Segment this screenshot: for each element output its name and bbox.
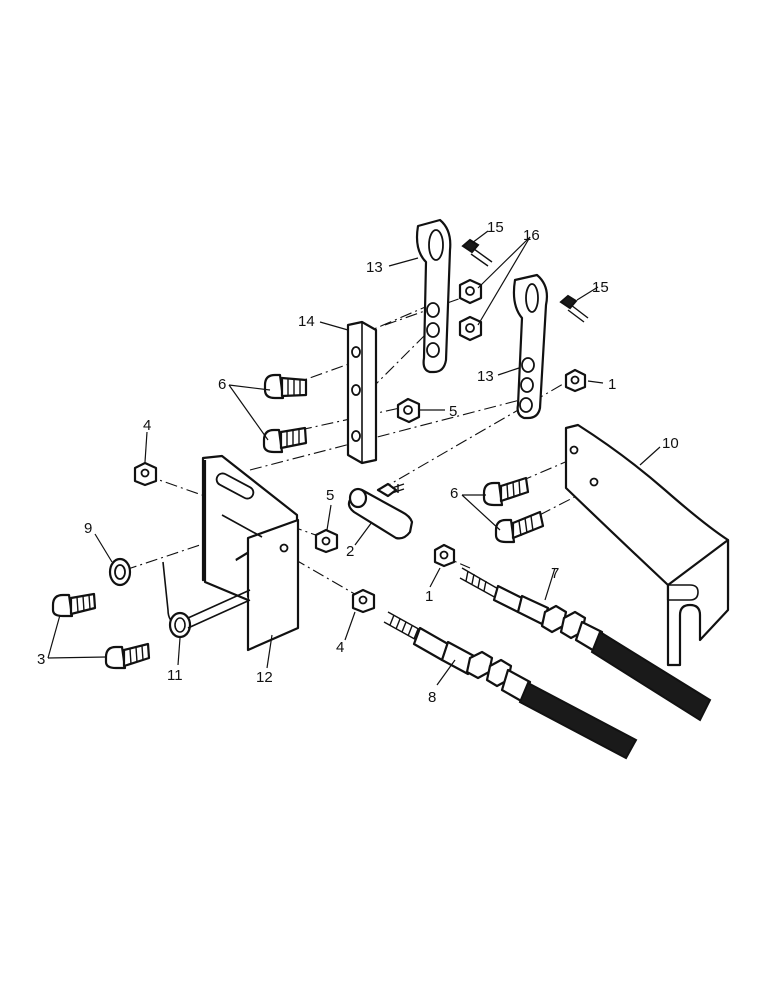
- callout-15-lower: 15: [592, 279, 609, 296]
- part-6-bolt-upper-right: [482, 476, 530, 507]
- part-1-nut-lower: [433, 543, 456, 568]
- callout-7: 7: [551, 565, 559, 582]
- callout-11: 11: [167, 667, 183, 684]
- callout-5-upper: 5: [449, 403, 457, 420]
- callout-16: 16: [523, 227, 540, 244]
- callout-4-lower: 4: [336, 639, 344, 656]
- callout-6-right: 6: [450, 485, 458, 502]
- callout-1-lower: 1: [425, 588, 433, 605]
- part-13-arm-left: [415, 218, 452, 374]
- part-11-spring: [162, 561, 251, 639]
- callout-10: 10: [662, 435, 679, 452]
- part-7-cable: [459, 567, 712, 722]
- callout-12: 12: [256, 669, 273, 686]
- part-5-nut-lower: [314, 528, 339, 554]
- part-16-nut-lower: [458, 315, 483, 342]
- part-8-cable: [383, 611, 638, 760]
- part-15-bolt-upper: [461, 238, 493, 267]
- callout-5-lower: 5: [326, 487, 334, 504]
- part-15-bolt-lower: [559, 294, 589, 323]
- callout-2: 2: [346, 543, 354, 560]
- callout-3: 3: [37, 651, 45, 668]
- callout-13-upper: 13: [366, 259, 383, 276]
- part-3-bolt-lower: [104, 642, 151, 670]
- callout-8: 8: [428, 689, 436, 706]
- part-14-plate: [346, 320, 378, 465]
- part-6-bolt-upper-left: [263, 373, 308, 400]
- part-9-washer: [108, 557, 132, 587]
- leader-lines: [47, 230, 661, 686]
- callout-9: 9: [84, 520, 92, 537]
- part-16-nut-upper: [458, 278, 483, 305]
- part-12-bracket: [201, 454, 300, 652]
- callout-13-lower: 13: [477, 368, 494, 385]
- part-5-nut-upper: [396, 397, 421, 424]
- part-3-bolt-upper: [51, 592, 97, 618]
- callout-15-upper: 15: [487, 219, 504, 236]
- part-6-bolt-lower-right: [494, 510, 545, 544]
- part-1-nut-upper: [564, 368, 587, 393]
- part-4-nut-upper: [133, 461, 158, 487]
- callout-14: 14: [298, 313, 315, 330]
- callout-labels: 1 1 2 3 4 4 5 5 6 6 7 8 9 10 11 12 13 13…: [37, 219, 679, 706]
- callout-1-upper: 1: [608, 376, 616, 393]
- part-6-bolt-lower-left: [262, 426, 308, 454]
- callout-4-upper: 4: [143, 417, 151, 434]
- part-13-arm-right: [512, 273, 549, 420]
- part-2-clevis: [347, 482, 414, 540]
- part-4-nut-lower: [351, 588, 376, 614]
- part-10-bracket: [564, 423, 730, 667]
- callout-6-left: 6: [218, 376, 226, 393]
